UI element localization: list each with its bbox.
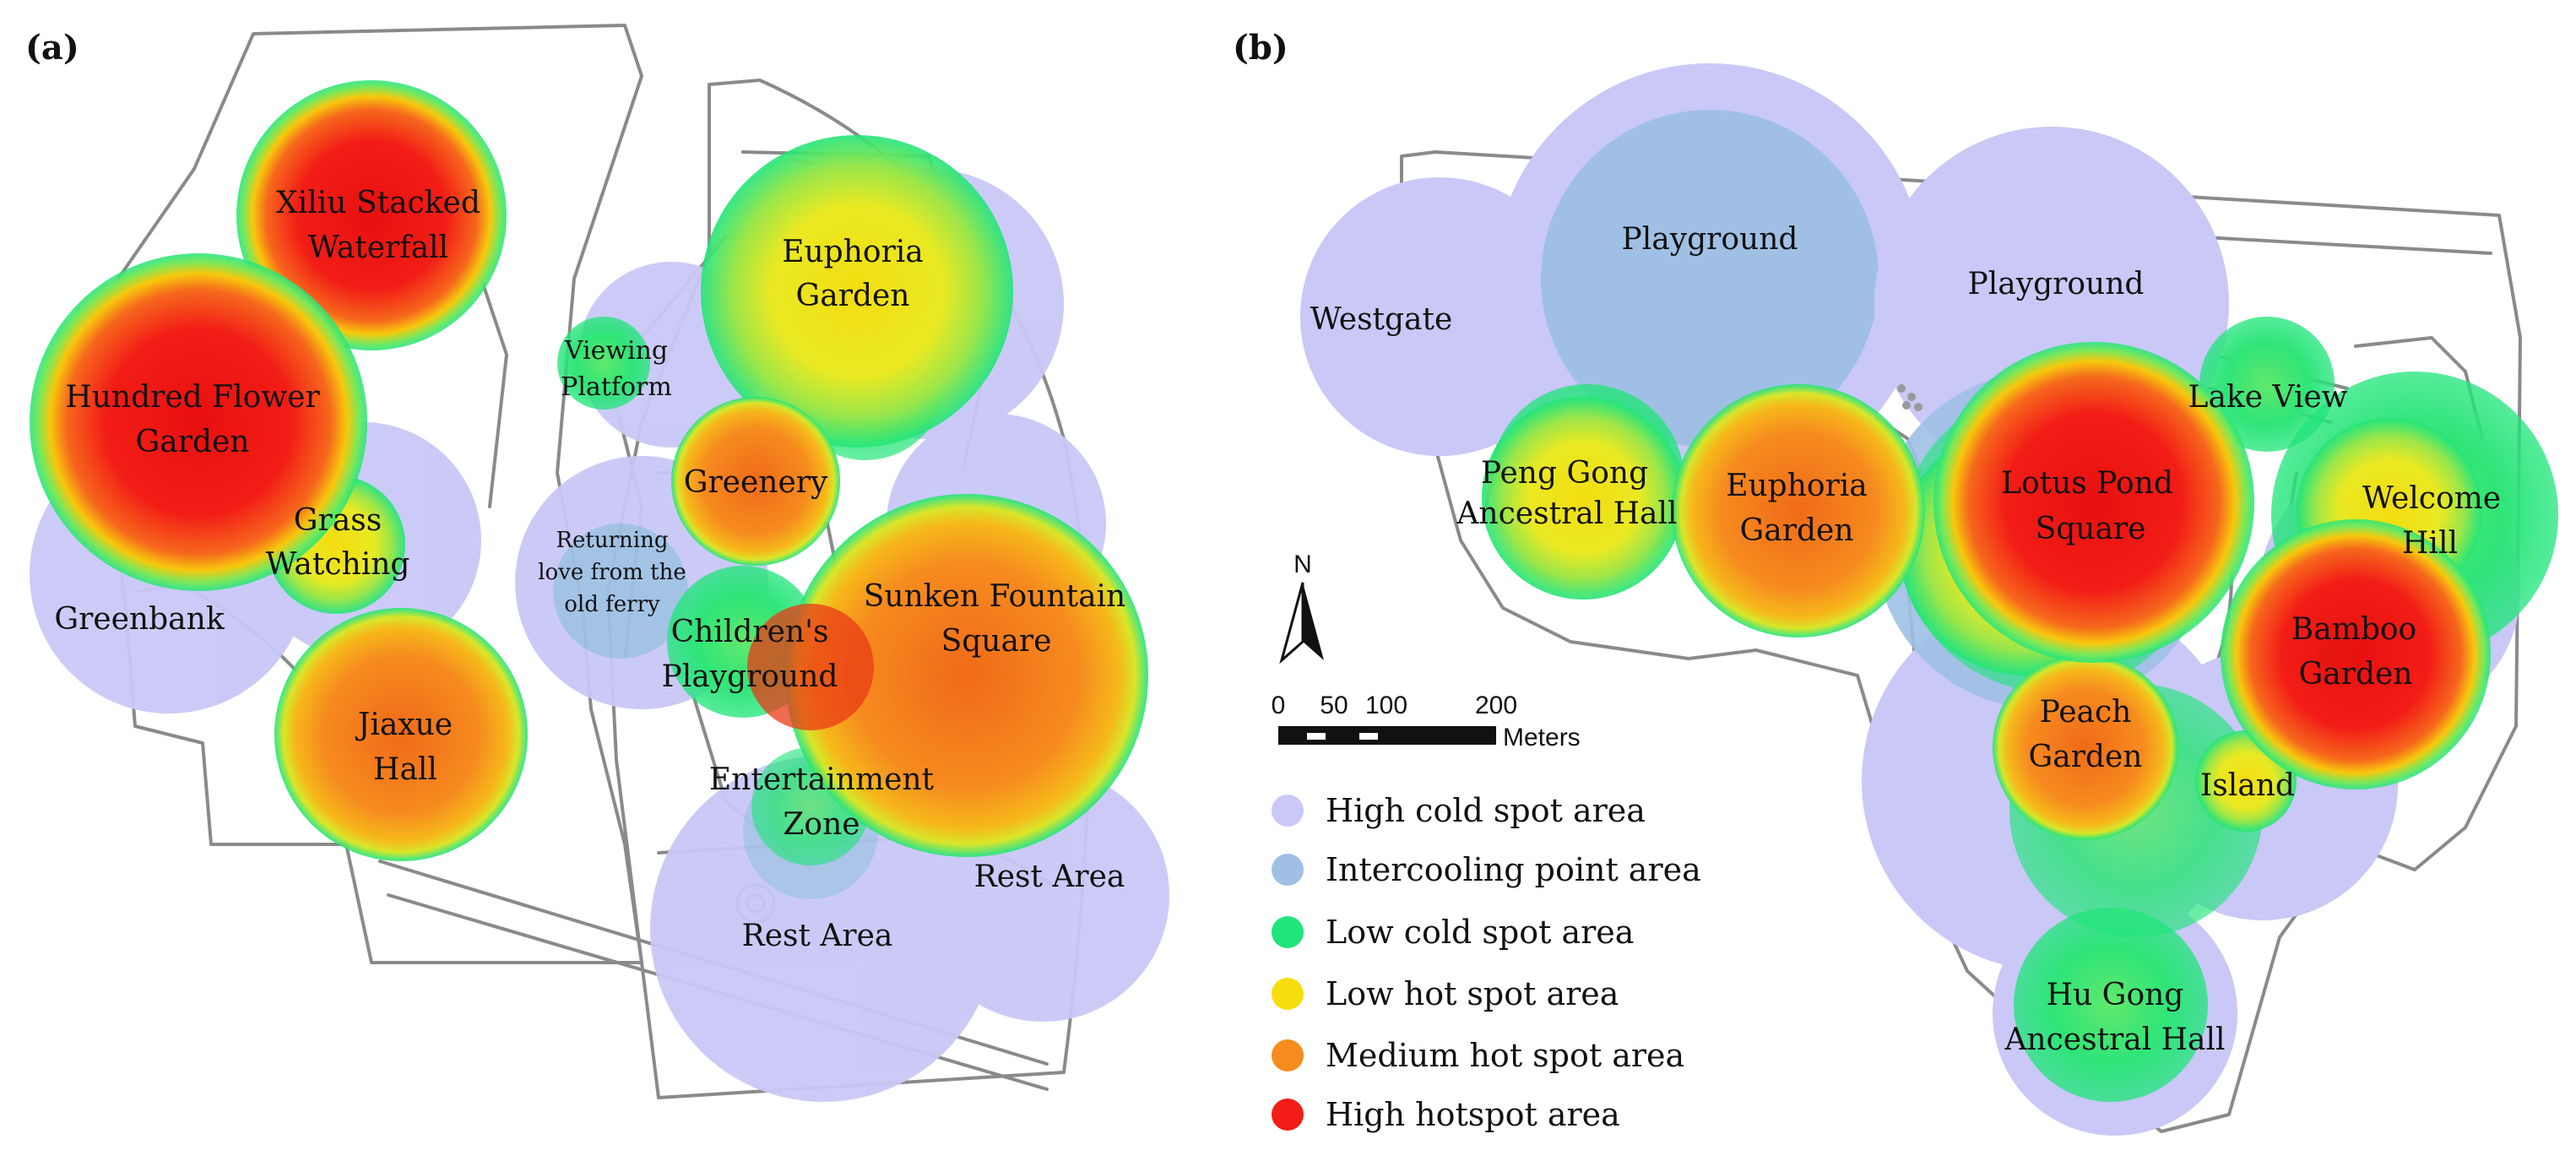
label-jiaxue-1: Jiaxue [355,708,453,742]
panel-b-label: (b) [1233,28,1288,68]
scale-tick-50: 50 [1320,692,1348,719]
area-lotus-pond-square [1933,342,2254,663]
area-euphoria-garden-a [701,135,1013,448]
label-entertainment-2: Zone [783,807,860,842]
area-peng-gong-ancestral-hall [1482,397,1684,599]
legend-label-high-hot: High hotspot area [1326,1096,1620,1133]
label-playground-1: Playground [1622,222,1798,257]
label-sunken-1: Sunken Fountain [864,579,1125,614]
label-welcome-1: Welcome [2362,481,2501,516]
label-xiliu-1: Xiliu Stacked [276,186,480,220]
area-euphoria-garden-b [1672,384,1925,637]
area-b-bamboo-core [2318,637,2360,680]
label-rest-area-2: Rest Area [974,860,1125,894]
scale-tick-100: 100 [1365,692,1407,719]
label-greenbank: Greenbank [54,602,225,637]
label-bamboo-2: Garden [2299,657,2413,692]
label-penggong-1: Peng Gong [1481,456,1648,491]
area-returning [553,524,688,659]
legend-item-high-hot: High hotspot area [1272,1096,1620,1133]
legend-label-medium-hot: Medium hot spot area [1326,1037,1684,1074]
area-playground-1-inner [1541,110,1879,448]
area-viewing-platform [557,317,650,410]
legend-item-low-hot: Low hot spot area [1272,975,1619,1012]
north-arrow-label: N [1293,551,1312,578]
legend-item-low-cold: Low cold spot area [1272,914,1634,951]
scale-unit: Meters [1503,724,1581,751]
label-grass-2: Watching [266,547,410,582]
label-euphoria-b-2: Garden [1740,513,1854,548]
label-peach-1: Peach [2040,695,2132,730]
label-euphoria-a-2: Garden [796,279,910,313]
area-greenery [671,397,840,566]
label-penggong-2: Ancestral Hall [1456,496,1677,531]
panel-b-labels: Westgate Playground Playground Peng Gong… [1310,222,2501,1057]
panel-b-hot-areas [1482,342,2491,840]
area-hundred-flower-garden [30,253,367,591]
label-bamboo-1: Bamboo [2291,612,2416,647]
legend-label-intercooling: Intercooling point area [1326,851,1701,888]
label-grass-1: Grass [294,503,382,538]
label-peach-2: Garden [2029,740,2143,774]
legend-item-medium-hot: Medium hot spot area [1272,1037,1684,1074]
legend-label-low-hot: Low hot spot area [1326,975,1619,1012]
label-euphoria-a-1: Euphoria [782,235,924,269]
panel-b-marker [1897,384,1923,411]
label-island: Island [2200,768,2295,803]
label-westgate: Westgate [1310,302,1453,337]
scale-tick-0: 0 [1272,692,1286,719]
label-returning-1: Returning [556,528,668,553]
legend-item-intercooling: Intercooling point area [1272,851,1701,888]
label-lotus-1: Lotus Pond [2001,466,2173,501]
area-jiaxue-hall [274,608,528,861]
panel-a-label: (a) [25,28,79,68]
label-hundred-1: Hundred Flower [65,380,320,415]
area-peach-garden [1993,654,2178,840]
label-lotus-2: Square [2036,512,2146,546]
panel-a-labels: Xiliu Stacked Waterfall Hundred Flower G… [54,186,1125,953]
label-euphoria-b-1: Euphoria [1726,469,1868,503]
area-sunken-inner [747,604,874,730]
area-xiliu-stacked-waterfall [236,80,507,350]
label-hugong-2: Ancestral Hall [2004,1023,2225,1057]
label-entertainment-1: Entertainment [709,762,935,797]
label-children-1: Children's [671,615,829,649]
north-arrow-icon: N [1279,551,1324,665]
label-rest-area-1: Rest Area [742,919,893,953]
panel-a: (a) [25,24,1169,1102]
panel-a-hot-areas [30,80,1148,861]
label-viewing-2: Platform [561,372,672,402]
scale-tick-200: 200 [1475,692,1517,719]
label-xiliu-2: Waterfall [308,231,448,265]
area-sunken-fountain-square [785,494,1148,857]
label-returning-2: love from the [538,560,686,585]
label-welcome-2: Hill [2402,526,2458,561]
label-children-2: Playground [662,659,838,694]
label-returning-3: old ferry [564,592,660,617]
area-lake-view [2199,317,2335,452]
legend-label-high-cold: High cold spot area [1326,792,1646,829]
label-hugong-1: Hu Gong [2047,978,2184,1012]
label-hundred-2: Garden [136,425,250,459]
legend-item-high-cold: High cold spot area [1272,792,1646,829]
legend-label-low-cold: Low cold spot area [1326,914,1634,951]
label-greenery: Greenery [684,465,828,500]
scale-bar: 0 50 100 200 Meters [1272,692,1581,751]
label-lake-view: Lake View [2188,380,2348,415]
label-viewing-1: Viewing [564,336,668,366]
label-jiaxue-2: Hall [373,752,437,787]
panel-b: (b) [1233,28,2558,1136]
label-playground-2: Playground [1968,267,2145,301]
legend: High cold spot area Intercooling point a… [1272,792,1701,1133]
label-sunken-2: Square [941,624,1052,659]
area-hu-gong-ancestral-hall [2014,908,2208,1102]
